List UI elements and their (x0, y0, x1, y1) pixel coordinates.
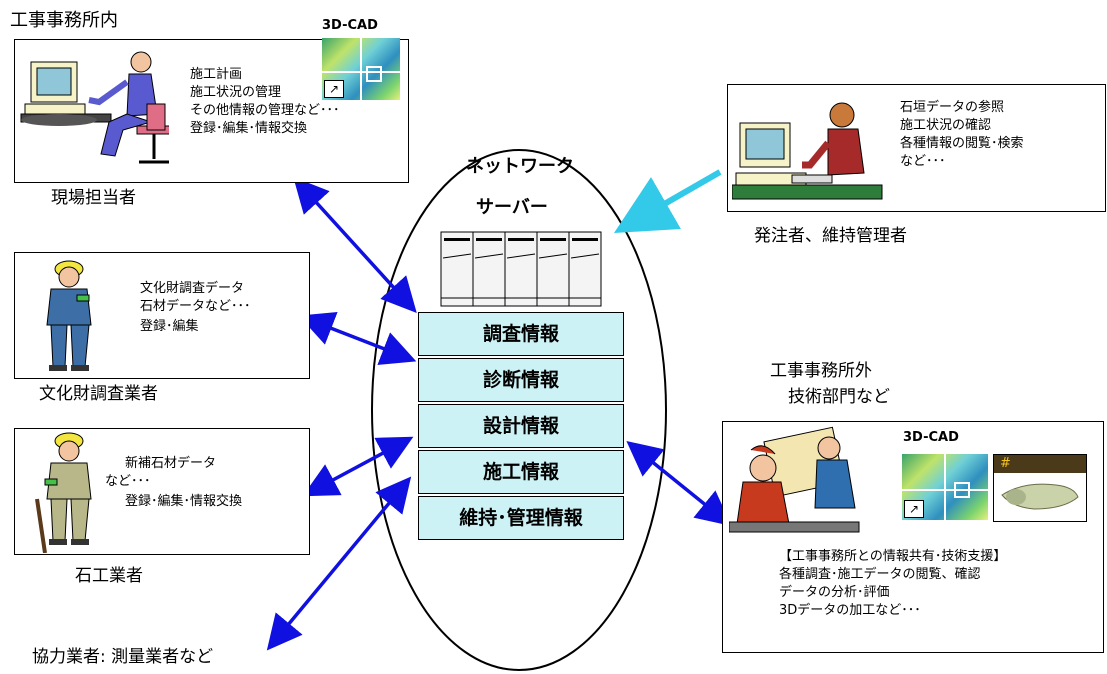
cultural-worker-illustration (46, 260, 92, 371)
mason-line-1: 新補石材データ (125, 456, 217, 471)
office-external-line-1: 【工事事務所との情報共有･技術支援】 (779, 549, 1007, 564)
3d-model-window[interactable]: # (993, 454, 1087, 522)
cultural-line-3: 登録･編集 (140, 319, 199, 334)
mason-line-2: など･･･ (105, 474, 151, 489)
arrow-office-external (626, 441, 732, 526)
3d-model-icon (1001, 483, 1079, 510)
office-internal-box: 施工計画 施工状況の管理 その他情報の管理など･･･ 登録･編集･情報交換 (14, 39, 409, 183)
cad-thumbnail-icon[interactable]: ↗ (322, 38, 400, 100)
network-label: ネットワーク (466, 156, 574, 177)
client-line-3: 各種情報の閲覧･検索 (900, 136, 1024, 151)
office-external-title-2: 技術部門など (788, 387, 890, 407)
shortcut-arrow-icon: ↗ (324, 80, 344, 98)
shortcut-arrow-icon-2: ↗ (904, 500, 924, 518)
cultural-role: 文化財調査業者 (39, 384, 158, 404)
office-external-cad-label: 3D-CAD (903, 430, 959, 445)
office-internal-title: 工事事務所内 (10, 10, 118, 31)
cultural-line-1: 文化財調査データ (140, 281, 245, 296)
office-internal-role: 現場担当者 (51, 188, 136, 208)
info-design[interactable]: 設計情報 (418, 404, 624, 448)
partner-role: 協力業者: 測量業者など (32, 647, 214, 667)
office-internal-line-4: 登録･編集･情報交換 (190, 121, 308, 136)
arrow-cultural (298, 312, 417, 365)
office-external-line-4: 3Dデータの加工など･･･ (779, 603, 921, 618)
office-external-box: 3D-CAD 【工事事務所との情報共有･技術支援】 各種調査･施工データの閲覧、… (722, 421, 1104, 653)
network-ellipse (371, 149, 667, 671)
client-line-2: 施工状況の確認 (900, 118, 992, 133)
arrow-partner (266, 476, 412, 651)
engineers-illustration (729, 426, 860, 533)
info-construction[interactable]: 施工情報 (418, 450, 624, 494)
mason-role: 石工業者 (75, 566, 143, 586)
office-external-line-3: データの分析･評価 (779, 585, 890, 600)
client-role: 発注者、維持管理者 (754, 226, 907, 246)
server-rack-icon (440, 231, 602, 307)
rail-icon: # (1000, 456, 1011, 471)
office-internal-cad-label: 3D-CAD (322, 18, 378, 33)
arrow-office-internal (293, 177, 417, 313)
arrow-client (613, 169, 722, 233)
client-box: 石垣データの参照 施工状況の確認 各種情報の閲覧･検索 など･･･ (727, 84, 1106, 212)
cultural-line-2: 石材データなど･･･ (140, 299, 251, 314)
office-internal-line-1: 施工計画 (190, 67, 243, 82)
client-worker-illustration (732, 102, 883, 200)
office-worker-illustration (20, 51, 169, 164)
info-survey[interactable]: 調査情報 (418, 312, 624, 356)
office-internal-line-2: 施工状況の管理 (190, 85, 282, 100)
office-external-title-1: 工事事務所外 (770, 361, 872, 381)
arrow-mason (302, 436, 414, 497)
mason-line-3: 登録･編集･情報交換 (125, 494, 243, 509)
office-external-line-2: 各種調査･施工データの閲覧、確認 (779, 567, 981, 582)
cultural-box: 文化財調査データ 石材データなど･･･ 登録･編集 (14, 252, 310, 379)
mason-box: 新補石材データ など･･･ 登録･編集･情報交換 (14, 428, 310, 555)
client-line-4: など･･･ (900, 154, 946, 169)
cad-thumbnail-icon-2[interactable]: ↗ (902, 454, 988, 520)
info-diagnosis[interactable]: 診断情報 (418, 358, 624, 402)
info-maintenance[interactable]: 維持･管理情報 (418, 496, 624, 540)
office-internal-line-3: その他情報の管理など･･･ (190, 103, 340, 118)
3d-model-toolbar: # (994, 455, 1086, 473)
client-line-1: 石垣データの参照 (900, 100, 1005, 115)
server-label: サーバー (476, 197, 548, 218)
mason-worker-illustration (35, 432, 92, 553)
